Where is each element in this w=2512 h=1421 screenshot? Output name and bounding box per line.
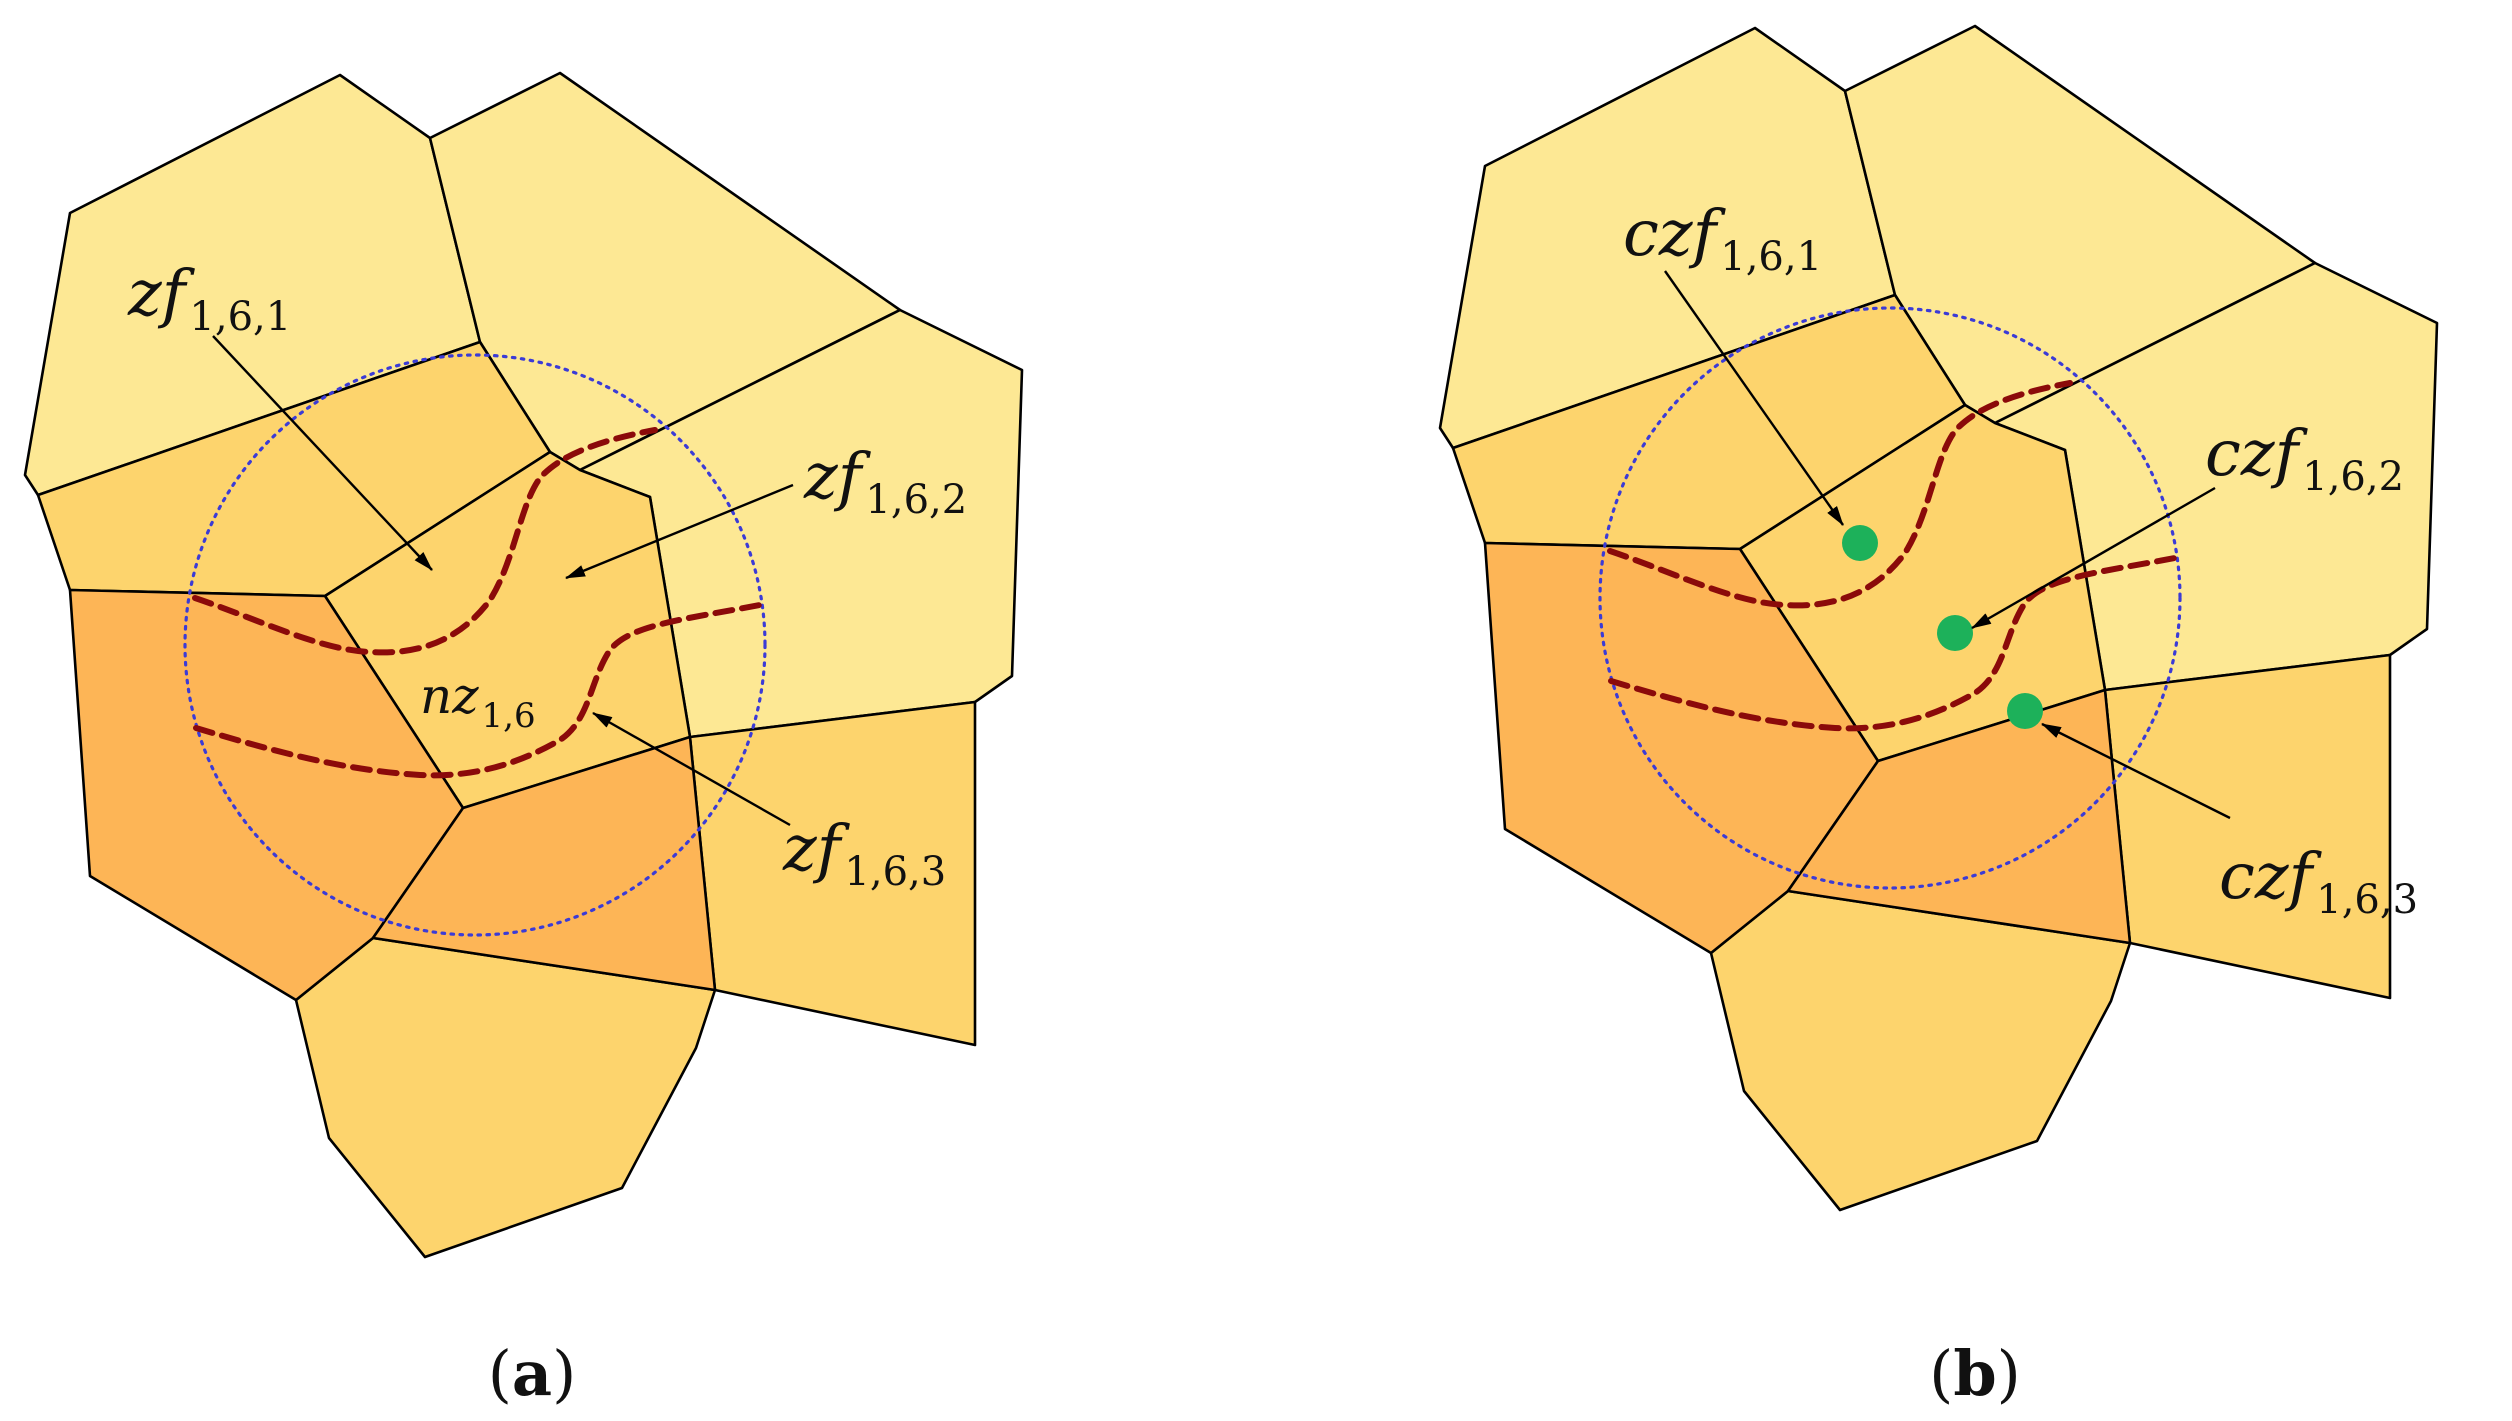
neighborhood-circle [183, 353, 767, 937]
panel-a-cells [23, 71, 1024, 1259]
arrow-czf-1-6-1 [1664, 270, 1844, 526]
caption-b: (b) [1929, 1337, 2021, 1410]
centroid-czf-1-6-2 [1937, 615, 1973, 651]
centroid-czf-1-6-1 [1842, 525, 1878, 561]
cell-lower-center [371, 735, 717, 992]
arrow-zf-1-6-3 [592, 711, 791, 827]
arrow-czf-1-6-2 [1971, 486, 2216, 630]
neighborhood-circle [1598, 306, 2182, 890]
zone-boundary-upper [192, 427, 658, 656]
cell-right-lower [2103, 653, 2392, 1000]
label-nz-1-6: nz1,6 [420, 667, 536, 736]
arrow-czf-1-6-3 [2041, 722, 2231, 820]
cell-bottom [294, 936, 717, 1259]
zone-boundary-upper [1607, 380, 2073, 609]
panel-b-cells [1438, 24, 2439, 1212]
arrow-zf-1-6-1 [212, 335, 433, 571]
zone-boundary-lower [193, 602, 763, 779]
cell-bottom [1709, 889, 2132, 1212]
caption-a: (a) [488, 1337, 577, 1410]
centroid-czf-1-6-3 [2007, 693, 2043, 729]
zone-boundary-lower [1608, 555, 2178, 732]
arrow-zf-1-6-2 [565, 483, 794, 580]
